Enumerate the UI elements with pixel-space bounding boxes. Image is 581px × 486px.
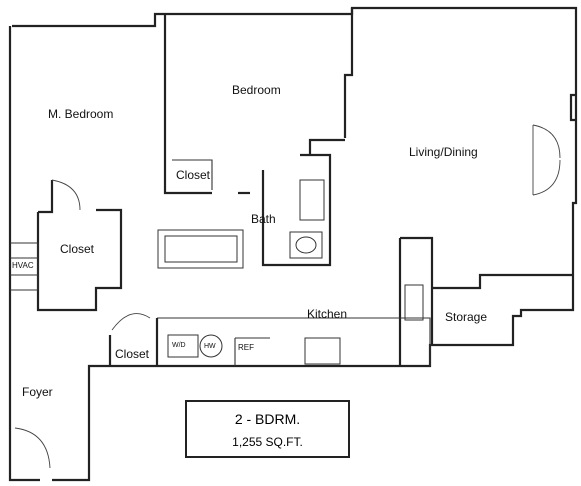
partition-bedroom-west <box>163 14 212 195</box>
bedroom-label: Bedroom <box>232 83 281 97</box>
water-heater-circle <box>199 334 223 358</box>
bedroom-closet-wall <box>172 159 213 190</box>
kitchen-label: Kitchen <box>307 307 348 321</box>
foyer-label: Foyer <box>22 385 53 399</box>
living-east-wall <box>569 93 576 122</box>
partition-bedroom-east <box>343 8 354 138</box>
bath-toilet <box>289 231 323 259</box>
hvac-box <box>10 242 39 291</box>
water-heater-label: HW <box>204 343 216 350</box>
bedroom-closet-label: Closet <box>176 168 211 182</box>
storage-wall <box>432 273 573 290</box>
bath-tub <box>157 229 244 269</box>
refrigerator-label: REF <box>238 343 254 352</box>
foyer-closet-wall <box>108 318 159 366</box>
living-dining-label: Living/Dining <box>409 145 478 159</box>
foyer-closet-label: Closet <box>115 347 150 361</box>
unit-area-label: 1,255 SQ.FT. <box>232 435 303 449</box>
foyer-closet-door <box>111 313 151 331</box>
washer-dryer-label: W/D <box>172 342 186 349</box>
bath-sink <box>299 179 325 221</box>
entry-door <box>14 427 51 469</box>
hvac-label: HVAC <box>12 261 34 270</box>
partition-bedroom-south <box>308 138 345 155</box>
unit-type-label: 2 - BDRM. <box>234 411 301 427</box>
master-bedroom-label: M. Bedroom <box>48 107 114 121</box>
bath-wall <box>261 153 332 267</box>
ref-box <box>234 337 270 366</box>
kitchen-wall <box>398 236 434 366</box>
living-doors <box>532 124 561 196</box>
master-closet-label: Closet <box>60 242 95 256</box>
unit-summary-box: 2 - BDRM. 1,255 SQ.FT. <box>185 400 350 458</box>
bath-label: Bath <box>251 212 276 226</box>
master-closet-door <box>51 179 81 211</box>
master-closet-wall <box>36 180 123 312</box>
washer-dryer-box <box>167 334 199 358</box>
storage-label: Storage <box>445 310 488 324</box>
